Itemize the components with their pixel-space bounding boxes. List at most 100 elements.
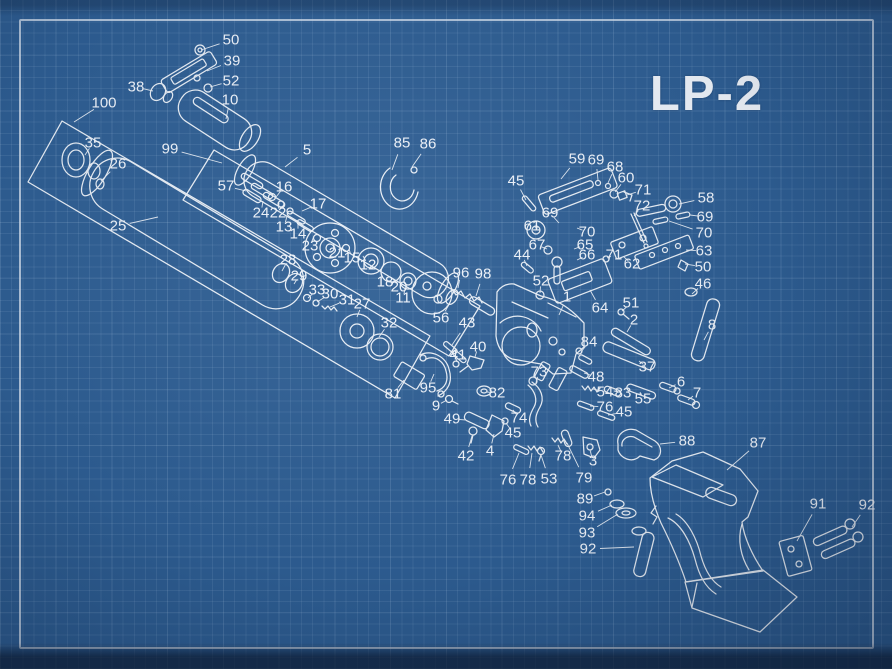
callout-43: 43 xyxy=(459,315,476,332)
callout-15: 15 xyxy=(344,250,361,267)
callout-83: 83 xyxy=(615,385,632,402)
leader-line xyxy=(411,153,422,168)
leader-line xyxy=(596,168,599,181)
leader-line xyxy=(100,171,111,182)
callout-37: 37 xyxy=(639,359,656,376)
callout-94: 94 xyxy=(579,508,596,525)
callout-44: 44 xyxy=(514,247,531,264)
callout-42: 42 xyxy=(458,448,475,465)
callout-3: 3 xyxy=(589,453,597,470)
leader-line xyxy=(475,283,481,297)
callout-11: 11 xyxy=(395,290,411,307)
callout-76: 76 xyxy=(500,472,517,489)
leader-line xyxy=(796,514,813,542)
callout-41: 41 xyxy=(450,347,467,364)
leader-line xyxy=(512,452,520,470)
callout-58: 58 xyxy=(698,190,715,207)
barrel-clamp-group xyxy=(379,166,419,210)
leader-line xyxy=(391,154,399,171)
callout-45: 45 xyxy=(508,173,525,190)
callout-69: 69 xyxy=(588,152,605,169)
callout-10: 10 xyxy=(222,92,239,109)
callout-69: 69 xyxy=(697,209,714,226)
callout-53: 53 xyxy=(541,471,558,488)
callout-98: 98 xyxy=(475,266,492,283)
callout-52: 52 xyxy=(533,273,550,290)
callout-55: 55 xyxy=(635,391,652,408)
callout-12: 12 xyxy=(360,257,377,274)
callout-100: 100 xyxy=(91,95,116,112)
leader-line xyxy=(684,263,695,267)
callout-64: 64 xyxy=(592,300,609,317)
callout-92: 92 xyxy=(859,497,876,514)
callout-51: 51 xyxy=(623,295,640,312)
callout-72: 72 xyxy=(634,198,651,215)
callout-89: 89 xyxy=(577,491,594,508)
callout-74: 74 xyxy=(511,410,528,427)
callout-73: 73 xyxy=(531,364,548,381)
callout-9: 9 xyxy=(432,398,440,415)
callout-8: 8 xyxy=(708,317,716,334)
callout-38: 38 xyxy=(128,79,145,96)
leader-line xyxy=(607,174,613,184)
callout-17: 17 xyxy=(310,196,327,213)
callout-7: 7 xyxy=(693,385,701,402)
callout-40: 40 xyxy=(470,339,487,356)
callout-91: 91 xyxy=(810,496,827,513)
callout-16: 16 xyxy=(276,179,293,196)
callout-79: 79 xyxy=(576,470,593,487)
callout-57: 57 xyxy=(218,178,235,195)
callout-95: 95 xyxy=(420,380,437,397)
leader-line xyxy=(726,450,750,471)
callout-86: 86 xyxy=(420,136,437,153)
callout-67: 67 xyxy=(529,237,546,254)
callout-63: 63 xyxy=(696,243,713,260)
callout-46: 46 xyxy=(695,276,712,293)
callout-87: 87 xyxy=(750,435,767,452)
callout-32: 32 xyxy=(381,315,398,332)
callout-50: 50 xyxy=(695,259,712,276)
callout-61: 61 xyxy=(524,218,541,235)
leader-line xyxy=(593,491,606,497)
callout-56: 56 xyxy=(433,310,450,327)
callout-82: 82 xyxy=(489,385,506,402)
leader-line xyxy=(529,452,533,469)
parts-linework xyxy=(27,44,864,633)
callout-45: 45 xyxy=(616,404,633,421)
callout-29: 29 xyxy=(291,268,308,285)
leader-line xyxy=(589,289,596,301)
callout-52: 52 xyxy=(223,73,240,90)
callout-81: 81 xyxy=(385,386,402,403)
callout-24: 24 xyxy=(253,205,270,222)
callout-84: 84 xyxy=(581,334,598,351)
callout-23: 23 xyxy=(302,238,319,255)
callout-93: 93 xyxy=(579,525,596,542)
callout-85: 85 xyxy=(394,135,411,152)
callout-59: 59 xyxy=(569,151,586,168)
callout-50: 50 xyxy=(223,32,240,49)
leader-line xyxy=(659,441,676,445)
leader-line xyxy=(560,167,571,180)
diagram-title: LP-2 xyxy=(649,67,765,121)
leader-line xyxy=(596,513,619,528)
callout-6: 6 xyxy=(677,374,685,391)
callout-1: 1 xyxy=(563,289,571,306)
callout-26: 26 xyxy=(110,156,127,173)
callout-96: 96 xyxy=(453,265,470,282)
callout-39: 39 xyxy=(224,53,241,70)
leader-line xyxy=(599,546,635,549)
callout-66: 66 xyxy=(579,247,596,264)
callout-5: 5 xyxy=(303,142,311,159)
leader-line xyxy=(284,156,298,168)
callout-69: 69 xyxy=(542,205,559,222)
leader-line xyxy=(685,249,696,252)
trigger-guard xyxy=(617,428,662,461)
seal-cup-group xyxy=(271,262,394,361)
callout-49: 49 xyxy=(444,411,461,428)
callout-4: 4 xyxy=(486,443,494,460)
callout-27: 27 xyxy=(354,296,371,313)
callout-71: 71 xyxy=(606,247,623,264)
leader-line xyxy=(540,454,546,469)
callout-2: 2 xyxy=(630,312,638,329)
